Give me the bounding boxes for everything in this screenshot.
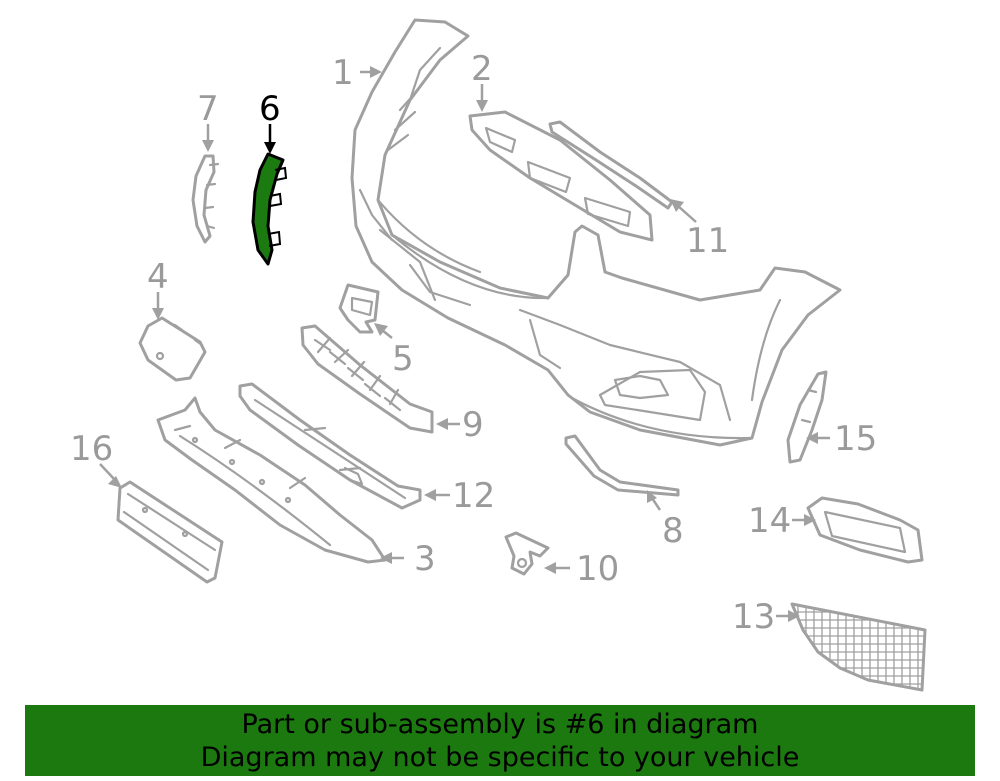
- callout-12: 12: [452, 476, 495, 516]
- callout-7: 7: [197, 89, 219, 129]
- part-1-bumper-cover: [350, 18, 842, 447]
- callout-16: 16: [70, 429, 113, 469]
- callout-15: 15: [834, 419, 877, 459]
- callout-8: 8: [662, 511, 684, 551]
- banner-line-2: Diagram may not be specific to your vehi…: [200, 742, 800, 773]
- part-4-fog-lamp-cover: [138, 316, 207, 382]
- leader-lines: [99, 66, 830, 622]
- callout-3: 3: [414, 539, 436, 579]
- part-15-side-bracket: [786, 370, 828, 464]
- callout-14: 14: [748, 501, 791, 541]
- part-9-reinforcement: [300, 324, 434, 434]
- part-5-sensor-bracket: [338, 283, 380, 334]
- callout-9: 9: [462, 405, 484, 445]
- callout-6: 6: [259, 89, 281, 129]
- part-13-mesh-grille: [790, 602, 927, 692]
- parts-diagram: 1 2 11 7 6 4 5 9 12 3 16 8 10 15 14 13: [70, 18, 927, 692]
- part-11-molding-strip: [548, 120, 674, 210]
- part-10-sensor: [504, 531, 550, 576]
- callout-2: 2: [471, 49, 493, 89]
- part-2-grille: [468, 110, 654, 242]
- callout-10: 10: [576, 549, 619, 589]
- callout-5: 5: [392, 339, 414, 379]
- callout-1: 1: [332, 53, 354, 93]
- part-8-molding: [564, 434, 680, 497]
- callout-13: 13: [732, 597, 775, 637]
- part-16-license-plate-bracket: [116, 480, 224, 584]
- info-banner: Part or sub-assembly is #6 in diagram Di…: [25, 705, 975, 776]
- banner-line-1: Part or sub-assembly is #6 in diagram: [241, 709, 759, 740]
- callout-11: 11: [686, 221, 729, 261]
- part-7-bracket: [191, 154, 220, 244]
- part-14-side-grille: [806, 496, 924, 564]
- part-6-highlighted-bracket: [251, 152, 288, 266]
- part-3-lower-trim: [156, 396, 387, 564]
- callout-4: 4: [147, 257, 169, 297]
- part-12-lower-beam: [238, 382, 422, 510]
